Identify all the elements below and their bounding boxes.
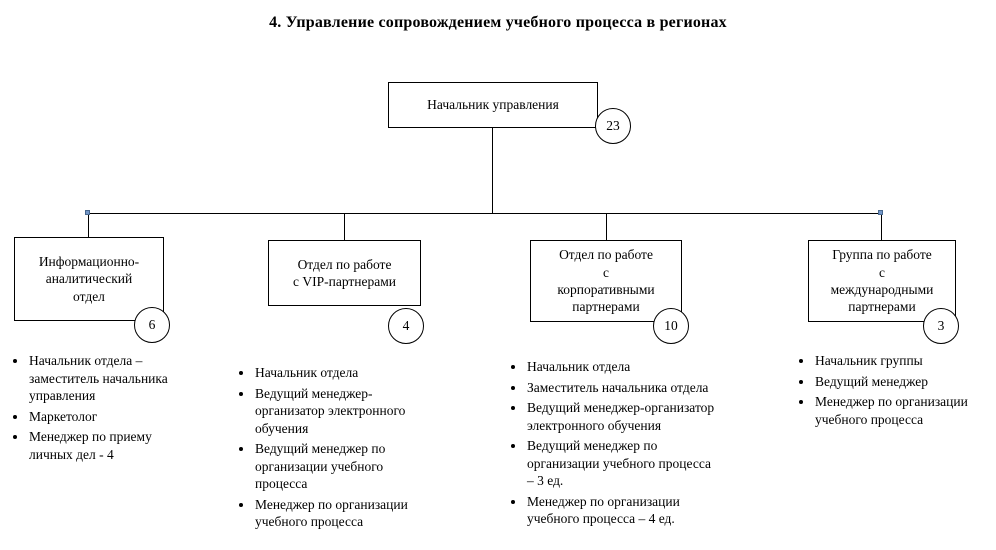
connector-drop-dept2: [344, 213, 345, 240]
staff-item: Ведущий менеджер: [814, 373, 970, 391]
staff-item: Ведущий менеджер по организации учебного…: [526, 437, 718, 490]
connector-drop-dept3: [606, 213, 607, 240]
staff-item: Маркетолог: [28, 408, 192, 426]
staff-item: Начальник отдела: [526, 358, 718, 376]
dept-box-label: Группа по работе с международными партне…: [830, 247, 934, 315]
dept-count-value: 10: [664, 318, 678, 333]
dept-count-value: 4: [402, 318, 410, 333]
root-box: Начальник управления: [388, 82, 598, 128]
dept-box-label: Отдел по работе с VIP-партнерами: [292, 256, 397, 289]
connector-handle-right-icon: [878, 210, 883, 215]
staff-item: Менеджер по приему личных дел - 4: [28, 428, 192, 463]
dept-count-value: 3: [937, 318, 945, 333]
dept-box-international-partners: Группа по работе с международными партне…: [808, 240, 956, 322]
dept-count-badge: 4: [388, 308, 424, 344]
staff-item: Начальник группы: [814, 352, 970, 370]
connector-handle-left-icon: [85, 210, 90, 215]
dept-box-corporate-partners: Отдел по работе с корпоративными партнер…: [530, 240, 682, 322]
chart-title: 4. Управление сопровождением учебного пр…: [269, 14, 727, 31]
staff-list-dept1: Начальник отдела – заместитель начальник…: [14, 352, 192, 466]
root-box-label: Начальник управления: [427, 97, 559, 113]
connector-drop-dept4: [881, 213, 882, 240]
dept-box-info-analytics: Информационно- аналитический отдел: [14, 237, 164, 321]
root-count-badge: 23: [595, 108, 631, 144]
staff-item: Менеджер по организации учебного процесс…: [254, 496, 436, 531]
dept-count-badge: 6: [134, 307, 170, 343]
connector-horizontal: [88, 213, 880, 214]
staff-item: Начальник отдела: [254, 364, 436, 382]
dept-count-value: 6: [148, 317, 156, 332]
root-count-value: 23: [606, 118, 620, 133]
dept-count-badge: 10: [653, 308, 689, 344]
staff-item: Менеджер по организации учебного процесс…: [526, 493, 718, 528]
staff-item: Ведущий менеджер по организации учебного…: [254, 440, 436, 493]
staff-item: Менеджер по организации учебного процесс…: [814, 393, 970, 428]
connector-drop-dept1: [88, 213, 89, 237]
staff-item: Ведущий менеджер-организатор электронног…: [526, 399, 718, 434]
staff-item: Ведущий менеджер-организатор электронног…: [254, 385, 436, 438]
dept-box-label: Отдел по работе с корпоративными партнер…: [557, 247, 655, 315]
staff-list-dept2: Начальник отдела Ведущий менеджер-органи…: [240, 364, 436, 534]
dept-box-label: Информационно- аналитический отдел: [38, 254, 140, 304]
dept-count-badge: 3: [923, 308, 959, 344]
connector-root-stub: [492, 128, 493, 213]
dept-box-vip-partners: Отдел по работе с VIP-партнерами: [268, 240, 421, 306]
staff-list-dept4: Начальник группы Ведущий менеджер Менедж…: [800, 352, 970, 431]
staff-item: Начальник отдела – заместитель начальник…: [28, 352, 192, 405]
staff-item: Заместитель начальника отдела: [526, 379, 718, 397]
staff-list-dept3: Начальник отдела Заместитель начальника …: [512, 358, 718, 531]
